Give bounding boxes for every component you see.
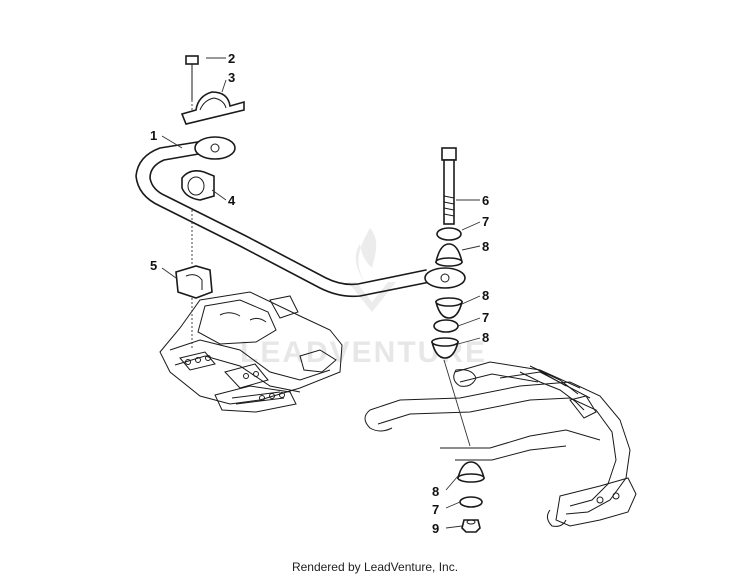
callout-8d: 8 <box>432 484 439 499</box>
upper-cushion-8 <box>435 243 463 267</box>
chassis-frame-left <box>159 291 343 413</box>
callout-6: 6 <box>482 193 489 208</box>
callout-4: 4 <box>228 193 236 208</box>
clamp-3 <box>180 91 245 125</box>
bushing-4 <box>181 170 215 201</box>
callout-5: 5 <box>150 258 157 273</box>
callout-2: 2 <box>228 51 235 66</box>
callout-labels: 2 3 1 4 5 6 7 8 8 7 8 8 7 9 <box>150 51 489 536</box>
footer-credit: Rendered by LeadVenture, Inc. <box>291 560 459 574</box>
lower-cushion-8 <box>430 337 460 359</box>
callout-7c: 7 <box>432 502 439 517</box>
assembly-leader <box>443 359 471 447</box>
bottom-cushion-8 <box>456 461 486 483</box>
upper-washer-7 <box>436 227 462 241</box>
callout-7b: 7 <box>482 310 489 325</box>
callout-9: 9 <box>432 521 439 536</box>
callout-8b: 8 <box>482 288 489 303</box>
mid-cushion-8 <box>434 297 464 319</box>
bracket-5 <box>175 210 213 350</box>
callout-3: 3 <box>228 70 235 85</box>
nut-9 <box>461 519 481 533</box>
bolt-6 <box>441 147 457 225</box>
callout-8c: 8 <box>482 330 489 345</box>
bottom-washer-7 <box>459 496 483 508</box>
callout-leaders <box>161 57 481 529</box>
callout-8a: 8 <box>482 239 489 254</box>
bolt-2 <box>185 55 199 118</box>
callout-1: 1 <box>150 128 157 143</box>
sway-bar <box>135 136 466 298</box>
mid-washer-7 <box>433 319 459 333</box>
a-arm-right <box>364 361 637 527</box>
callout-7a: 7 <box>482 214 489 229</box>
